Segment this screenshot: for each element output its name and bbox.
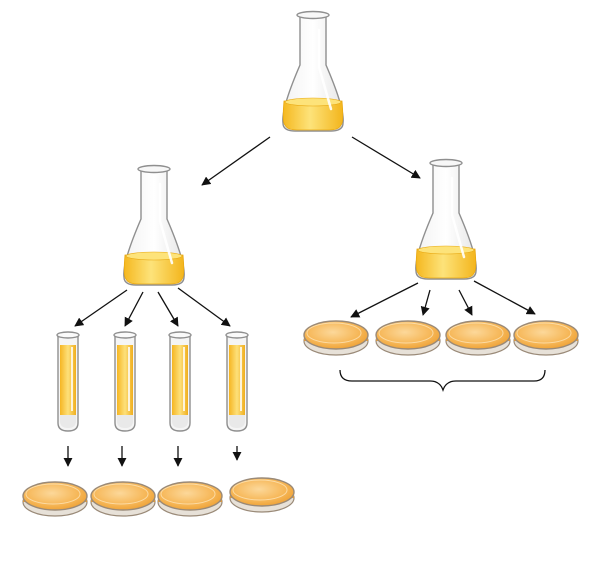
test-tube-3 [168, 331, 192, 432]
arrow-top-to-right [351, 136, 421, 179]
medium-surface [125, 251, 183, 261]
agar-sheen [160, 483, 216, 505]
agar-sheen [306, 322, 362, 344]
agar-sheen [232, 479, 288, 501]
plate-right-3 [445, 320, 511, 356]
plate-right-1 [303, 320, 369, 356]
tube-rim [56, 331, 80, 339]
agar-sheen [516, 322, 572, 344]
arrow-right-to-plate-1 [350, 282, 419, 318]
flask-rim [429, 158, 463, 168]
arrow-top-to-left [201, 136, 271, 186]
tube-rim [113, 331, 137, 339]
plate-left-2 [90, 481, 156, 517]
flask-top [282, 10, 344, 132]
tube-medium [117, 345, 133, 415]
tube-medium [172, 345, 188, 415]
test-tube-4 [225, 331, 249, 432]
plate-left-4 [229, 477, 295, 513]
agar-sheen [25, 483, 81, 505]
arrow-right-to-plate-3 [458, 289, 473, 316]
flask-medium [415, 248, 477, 279]
grouping-brace [339, 369, 546, 393]
agar-surface [157, 481, 223, 511]
flask-left [123, 164, 185, 286]
test-tube-1 [56, 331, 80, 432]
agar-sheen [378, 322, 434, 344]
flask-rim [296, 10, 330, 20]
tube-medium [60, 345, 76, 415]
flask-medium [282, 100, 344, 131]
flask-medium [123, 254, 185, 285]
plate-left-1 [22, 481, 88, 517]
medium-surface [284, 97, 342, 107]
agar-surface [445, 320, 511, 350]
plate-left-3 [157, 481, 223, 517]
arrow-right-to-plate-4 [473, 280, 536, 315]
agar-sheen [448, 322, 504, 344]
flask-highlight [158, 182, 174, 265]
tube-rim [168, 331, 192, 339]
flask-highlight [317, 28, 333, 111]
tube-bottom [172, 415, 188, 428]
plate-right-4 [513, 320, 579, 356]
flask-highlight [450, 176, 466, 259]
plate-right-2 [375, 320, 441, 356]
arrow-left-to-tube-1 [74, 289, 128, 327]
arrow-left-to-tube-4 [177, 287, 231, 327]
tube-rim [225, 331, 249, 339]
arrow-right-to-plate-2 [420, 289, 431, 316]
agar-sheen [93, 483, 149, 505]
agar-surface [90, 481, 156, 511]
arrow-left-to-tube-2 [124, 291, 144, 327]
tube-medium [229, 345, 245, 415]
agar-surface [22, 481, 88, 511]
agar-surface [229, 477, 295, 507]
arrow-left-to-tube-3 [157, 291, 179, 327]
flask-rim [137, 164, 171, 174]
tube-bottom [229, 415, 245, 428]
agar-surface [513, 320, 579, 350]
flask-right [415, 158, 477, 280]
agar-surface [375, 320, 441, 350]
agar-surface [303, 320, 369, 350]
tube-bottom [60, 415, 76, 428]
tube-bottom [117, 415, 133, 428]
test-tube-2 [113, 331, 137, 432]
medium-surface [417, 245, 475, 255]
